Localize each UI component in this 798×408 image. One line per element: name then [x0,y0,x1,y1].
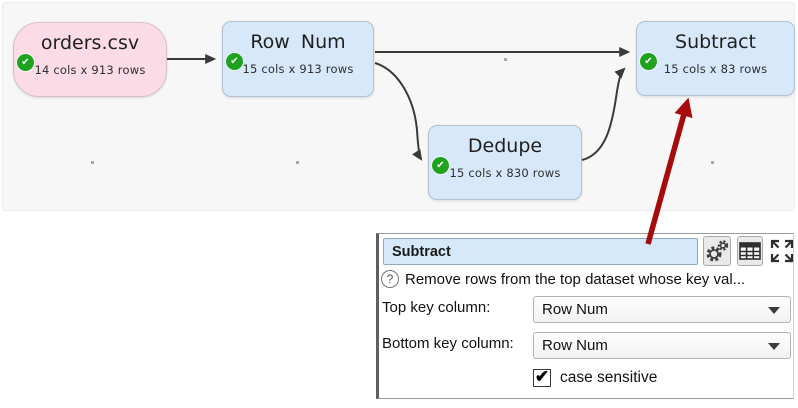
show-table-button[interactable] [737,236,763,266]
node-orders-csv[interactable]: ✔ orders.csv 14 cols x 913 rows [13,22,167,97]
node-row-num[interactable]: ✔ Row Num 15 cols x 913 rows [222,21,374,97]
status-ok-icon: ✔ [432,157,449,174]
expand-icon [770,239,793,262]
node-title: Row Num [250,31,346,53]
node-title: orders.csv [40,32,140,54]
node-title: Subtract [675,31,756,53]
table-icon [739,242,761,260]
gear-icon [706,240,729,262]
status-ok-icon: ✔ [640,53,657,70]
grid-dot [504,58,507,61]
case-sensitive-label: case sensitive [560,369,658,386]
case-sensitive-checkbox[interactable]: ✔ [533,367,551,387]
transform-description-row: ? Remove rows from the top dataset whose… [381,270,745,288]
node-subtract[interactable]: ✔ Subtract 15 cols x 83 rows [636,21,795,96]
transform-description: Remove rows from the top dataset whose k… [405,270,746,288]
top-key-column-value: Row Num [542,301,608,318]
grid-dot [91,161,94,164]
top-key-column-label: Top key column: [382,299,491,316]
checkmark-icon: ✔ [534,367,550,386]
node-subtitle: 15 cols x 83 rows [663,62,768,76]
transform-name-input[interactable] [383,238,698,265]
bottom-key-column-label: Bottom key column: [382,335,514,352]
node-subtitle: 14 cols x 913 rows [34,63,146,77]
top-key-column-select[interactable]: Row Num [533,296,791,323]
node-subtitle: 15 cols x 913 rows [242,62,354,76]
transform-properties-panel: ? Remove rows from the top dataset whose… [376,233,794,399]
node-title: Dedupe [467,135,543,157]
chevron-down-icon [768,307,780,314]
help-icon[interactable]: ? [381,270,399,288]
node-dedupe[interactable]: ✔ Dedupe 15 cols x 830 rows [428,125,582,200]
grid-dot [711,161,714,164]
maximize-button[interactable] [768,235,795,266]
settings-button[interactable] [703,236,731,266]
bottom-key-column-select[interactable]: Row Num [533,332,791,359]
chevron-down-icon [768,343,780,350]
node-subtitle: 15 cols x 830 rows [449,166,561,180]
grid-dot [296,161,299,164]
status-ok-icon: ✔ [226,53,243,70]
status-ok-icon: ✔ [17,54,34,71]
bottom-key-column-value: Row Num [542,337,608,354]
